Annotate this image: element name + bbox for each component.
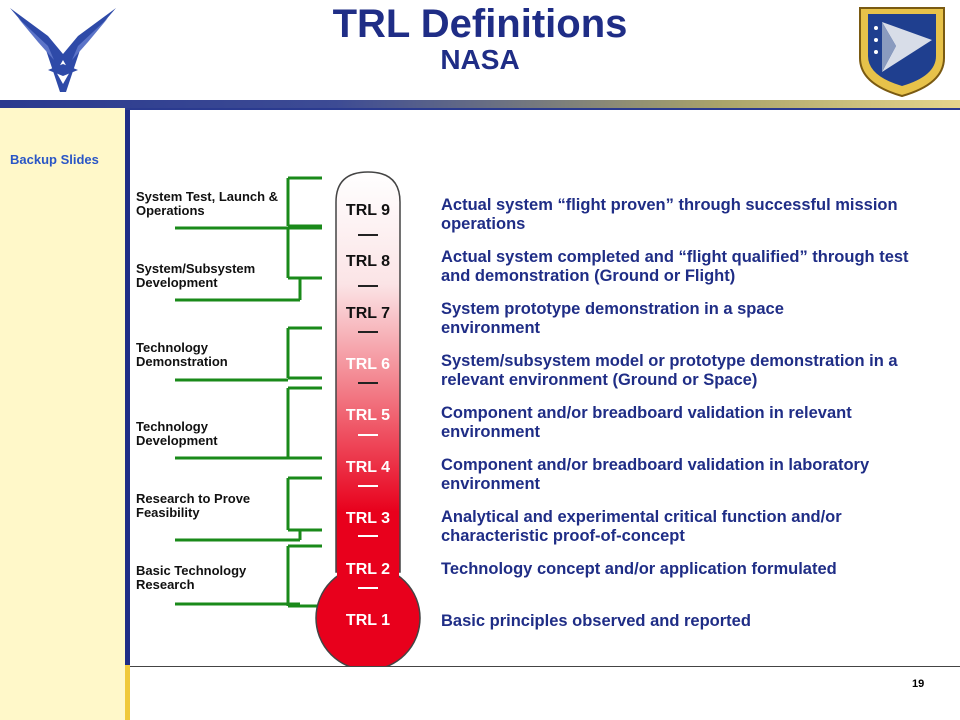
air-force-wings-logo xyxy=(10,8,116,92)
sidebar-label[interactable]: Backup Slides xyxy=(10,152,99,167)
thermometer-tube xyxy=(335,171,401,573)
trl-definition: Actual system completed and “flight qual… xyxy=(441,248,909,285)
trl-definition: Basic principles observed and reported xyxy=(441,612,751,630)
content-top-border xyxy=(125,108,960,110)
trl-level-label: TRL 2 xyxy=(345,561,391,578)
research-laboratory-seal xyxy=(859,7,945,98)
trl-level-label: TRL 6 xyxy=(345,356,391,373)
phase-label: System Test, Launch & Operations xyxy=(136,189,279,218)
sidebar-border-accent xyxy=(125,665,130,720)
phase-label: Technology Demonstration xyxy=(136,340,228,369)
trl-level-label: TRL 4 xyxy=(345,459,391,476)
slide-header: TRL Definitions NASA xyxy=(0,0,960,100)
phase-label: Basic Technology Research xyxy=(136,563,247,592)
slide-title: TRL Definitions xyxy=(332,2,628,46)
trl-definition: System/subsystem model or prototype demo… xyxy=(441,352,898,389)
trl-definition: Technology concept and/or application fo… xyxy=(441,560,837,578)
slide-subtitle: NASA xyxy=(440,44,520,75)
trl-definition: Component and/or breadboard validation i… xyxy=(441,404,852,441)
trl-level-label: TRL 7 xyxy=(345,305,391,322)
trl-definition: Actual system “flight proven” through su… xyxy=(441,196,898,233)
trl-definition: Component and/or breadboard validation i… xyxy=(441,456,870,493)
trl-level-label: TRL 9 xyxy=(345,202,391,219)
phase-label: Technology Development xyxy=(136,419,218,448)
page-number: 19 xyxy=(912,678,925,690)
bracket-connectors xyxy=(175,171,421,666)
trl-definition: Analytical and experimental critical fun… xyxy=(441,508,842,545)
header-divider xyxy=(0,100,960,108)
sidebar-border xyxy=(125,108,130,720)
phase-label: System/Subsystem Development xyxy=(136,261,256,290)
trl-level-label: TRL 8 xyxy=(345,253,391,270)
trl-thermometer-figure: System Test, Launch & Operations System/… xyxy=(130,110,960,667)
trl-level-label: TRL 5 xyxy=(345,407,391,424)
sidebar-panel xyxy=(0,108,125,720)
trl-level-label: TRL 1 xyxy=(345,612,391,629)
phase-label: Research to Prove Feasibility xyxy=(136,491,251,520)
trl-definition: System prototype demonstration in a spac… xyxy=(441,300,784,337)
trl-level-label: TRL 3 xyxy=(345,510,391,527)
